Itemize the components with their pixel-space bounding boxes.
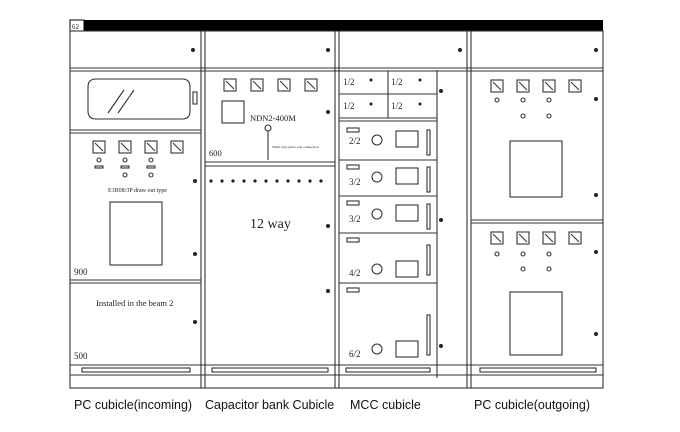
mcc-small-drawer: 1/2 bbox=[343, 101, 355, 111]
mcc-drawer-label: 6/2 bbox=[349, 349, 361, 359]
height-500: 500 bbox=[74, 351, 88, 361]
mcc-small-drawer: 1/2 bbox=[343, 77, 355, 87]
corner-tag: 62 bbox=[72, 23, 80, 31]
caption-pc-outgoing: PC cubicle(outgoing) bbox=[474, 398, 591, 412]
height-600: 600 bbox=[209, 148, 222, 158]
breaker-type-label: E1B08/3P draw out type bbox=[108, 188, 167, 194]
top-busbar bbox=[70, 20, 603, 31]
caption-capacitor: Capacitor bank Cubicle bbox=[205, 398, 335, 412]
mcc-drawer-label: 3/2 bbox=[349, 177, 361, 187]
mcc-small-drawer: 1/2 bbox=[391, 101, 403, 111]
breaker-panel-top bbox=[509, 140, 563, 198]
caption-pc-incoming: PC cubicle(incoming) bbox=[74, 398, 193, 412]
ways-label: 12 way bbox=[250, 217, 291, 232]
caption-mcc: MCC cubicle bbox=[350, 398, 421, 412]
mcc-small-drawer: 1/2 bbox=[391, 77, 403, 87]
beam-note: Installed in the beam 2 bbox=[96, 298, 173, 308]
switch-model-label: NDN2-400M bbox=[250, 113, 296, 123]
mcc-drawer-label: 2/2 bbox=[349, 136, 361, 146]
breaker-panel-bottom bbox=[509, 291, 563, 356]
height-900: 900 bbox=[74, 267, 88, 277]
breaker-panel bbox=[109, 201, 163, 266]
outer-frame bbox=[69, 30, 604, 389]
viewing-window bbox=[87, 78, 191, 120]
fine-print: Smart type photo rear connection bbox=[272, 145, 319, 149]
mcc-drawer-label: 3/2 bbox=[349, 214, 361, 224]
mcc-drawer-label: 4/2 bbox=[349, 268, 361, 278]
